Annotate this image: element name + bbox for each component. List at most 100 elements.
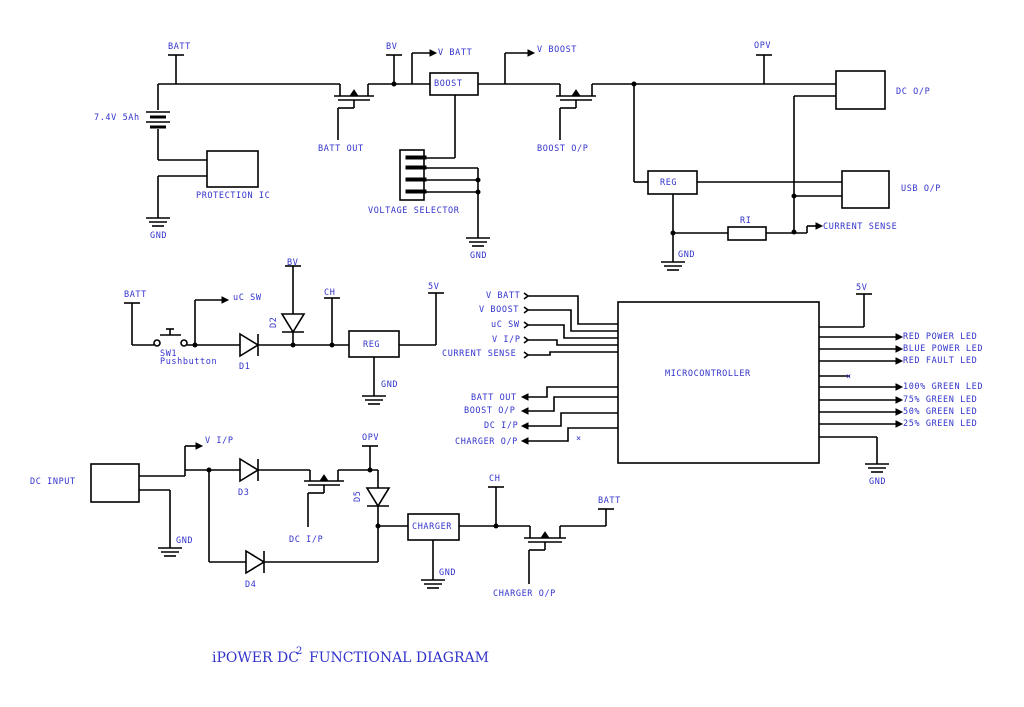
resistor-ri-icon — [727, 226, 767, 241]
gnd-label: GND — [176, 536, 193, 546]
mcu-output-25-green-led: 25% GREEN LED — [819, 419, 977, 429]
mcu-input-current-sense: CURRENT SENSE — [442, 349, 618, 359]
junction-dot — [791, 229, 797, 235]
diagram-title: iPOWER DC 2 FUNCTIONAL DIAGRAM — [212, 646, 489, 666]
arrow-icon — [195, 442, 204, 450]
junction-dot — [290, 342, 296, 348]
reg-label: REG — [363, 340, 380, 350]
d5-label: D5 — [353, 491, 363, 502]
junction-dot — [475, 189, 481, 195]
gnd-label: GND — [381, 380, 398, 390]
microcontroller-section: MICROCONTROLLER V BATT V BOOST uC SW V I… — [442, 283, 983, 487]
d2-label: D2 — [269, 317, 279, 328]
mcu-output-label: 50% GREEN LED — [903, 407, 977, 417]
junction-dot — [475, 177, 481, 183]
d3-label: D3 — [238, 488, 249, 498]
mosfet-boost-op-icon — [556, 84, 596, 140]
charger-box — [407, 513, 460, 541]
mcu-output-label: BLUE POWER LED — [903, 344, 983, 354]
bv-label: BV — [386, 42, 397, 52]
ground-icon — [146, 217, 170, 227]
voltage-selector-label: VOLTAGE SELECTOR — [368, 206, 460, 216]
ground-icon — [661, 261, 685, 271]
mosfet-dc-ip-icon — [304, 470, 344, 527]
battery-icon — [146, 111, 170, 129]
no-connect-icon: × — [576, 434, 582, 444]
battery-rating-label: 7.4V 5Ah — [94, 113, 140, 123]
mcu-input-label: V I/P — [492, 335, 521, 345]
mcu-output-label: BATT OUT — [471, 393, 517, 403]
gnd-label: GND — [150, 231, 167, 241]
current-sense-label: CURRENT SENSE — [823, 222, 897, 232]
mosfet-charger-op-icon — [524, 526, 566, 584]
mcu-input-v-ip: V I/P — [492, 335, 618, 346]
mcu-input-label: uC SW — [491, 320, 520, 330]
gnd-label: GND — [869, 477, 886, 487]
ground-icon — [421, 579, 445, 589]
mcu-output-50-green-led: 50% GREEN LED — [819, 407, 977, 417]
ground-icon — [362, 395, 386, 405]
dc-input-label: DC INPUT — [30, 477, 76, 487]
arrow-icon — [815, 222, 824, 230]
power-path-section: BATT 7.4V 5Ah PROTECTION IC GND — [94, 41, 941, 271]
mosfet-batt-out-icon — [334, 84, 374, 140]
mcu-output-charger-op: CHARGER O/P — [455, 427, 618, 447]
title-superscript: 2 — [296, 646, 303, 657]
protection-ic-label: PROTECTION IC — [196, 191, 270, 201]
mcu-input-label: CURRENT SENSE — [442, 349, 516, 359]
charger-op-label: CHARGER O/P — [493, 589, 556, 599]
arrow-icon — [221, 296, 230, 304]
mcu-output-label: 100% GREEN LED — [903, 382, 983, 392]
v-batt-label: V BATT — [438, 48, 472, 58]
gnd-label: GND — [470, 251, 487, 261]
charger-section: DC INPUT GND V I/P D3 — [30, 433, 621, 599]
microcontroller-label: MICROCONTROLLER — [665, 369, 751, 379]
dc-op-box — [835, 70, 886, 110]
mcu-output-label: DC I/P — [484, 421, 518, 431]
pushbutton-icon — [153, 328, 188, 347]
junction-dot — [791, 193, 797, 199]
ch-label: CH — [324, 288, 335, 298]
v-ip-label: V I/P — [205, 436, 234, 446]
junction-dot — [391, 81, 397, 87]
gnd-label: GND — [678, 250, 695, 260]
junction-dot — [375, 523, 381, 529]
microcontroller-box — [617, 301, 820, 464]
batt-label: BATT — [124, 290, 147, 300]
usb-op-label: USB O/P — [901, 184, 941, 194]
mcu-output-boost-op: BOOST O/P — [464, 396, 618, 416]
mcu-output-dc-ip: DC I/P — [484, 412, 618, 431]
v-boost-label: V BOOST — [537, 45, 577, 55]
ground-icon — [865, 463, 889, 473]
5v-label: 5V — [856, 283, 867, 293]
mcu-input-label: V BATT — [486, 291, 520, 301]
title-main: iPOWER DC — [212, 650, 299, 666]
ground-icon — [158, 547, 182, 557]
mcu-output-red-power-led: RED POWER LED — [819, 332, 977, 342]
mcu-output-red-fault-led: RED FAULT LED — [819, 356, 977, 366]
mcu-input-uc-sw: uC SW — [491, 320, 618, 339]
mcu-output-label: 25% GREEN LED — [903, 419, 977, 429]
diode-d1-icon — [239, 332, 260, 358]
regulator-5v-box — [348, 330, 400, 358]
5v-label: 5V — [428, 282, 439, 292]
d1-label: D1 — [239, 362, 250, 372]
mcu-input-v-boost: V BOOST — [479, 305, 618, 332]
dc-input-box — [90, 463, 140, 503]
batt-label: BATT — [168, 42, 191, 52]
pushbutton-label: Pushbutton — [160, 357, 217, 367]
junction-dot — [367, 467, 373, 473]
diode-d2-icon — [280, 313, 306, 334]
junction-dot — [670, 230, 676, 236]
uc-sw-label: uC SW — [233, 293, 262, 303]
batt-label: BATT — [598, 496, 621, 506]
reg-label: REG — [660, 178, 677, 188]
ri-label: RI — [740, 216, 751, 226]
arrow-icon — [527, 49, 536, 57]
protection-ic-box — [206, 150, 259, 188]
diode-d5-icon — [365, 487, 391, 508]
mcu-input-label: V BOOST — [479, 305, 519, 315]
boost-op-label: BOOST O/P — [537, 144, 588, 154]
junction-dot — [493, 523, 499, 529]
boost-label: BOOST — [434, 79, 463, 89]
